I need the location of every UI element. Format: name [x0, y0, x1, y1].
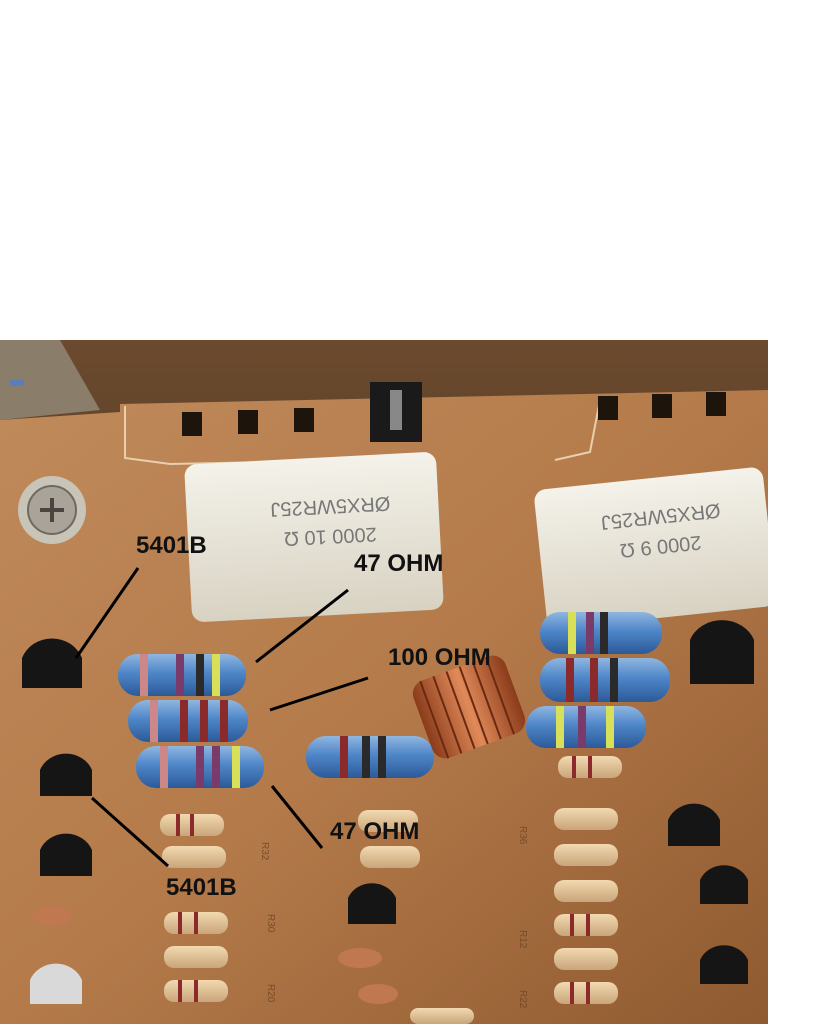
svg-text:R20: R20	[265, 984, 276, 1003]
pcb-photo: 2000 10 Ω ØRX5WR25J 2000 9 Ω ØRX5WR25J	[0, 340, 768, 1024]
svg-text:R32: R32	[259, 842, 270, 861]
power-resistor-left-label: 2000 10 Ω	[283, 523, 377, 550]
label-transistor-bottom: 5401B	[166, 874, 237, 901]
svg-text:R12: R12	[517, 930, 528, 949]
svg-text:R22: R22	[517, 990, 528, 1009]
label-transistor-top: 5401B	[136, 532, 207, 559]
svg-text:R36: R36	[517, 826, 528, 845]
label-resistor-47-ohm-top: 47 OHM	[354, 550, 444, 577]
svg-text:R30: R30	[265, 914, 276, 933]
label-resistor-100-ohm: 100 OHM	[388, 644, 491, 671]
label-resistor-47-ohm-bottom: 47 OHM	[330, 818, 420, 845]
